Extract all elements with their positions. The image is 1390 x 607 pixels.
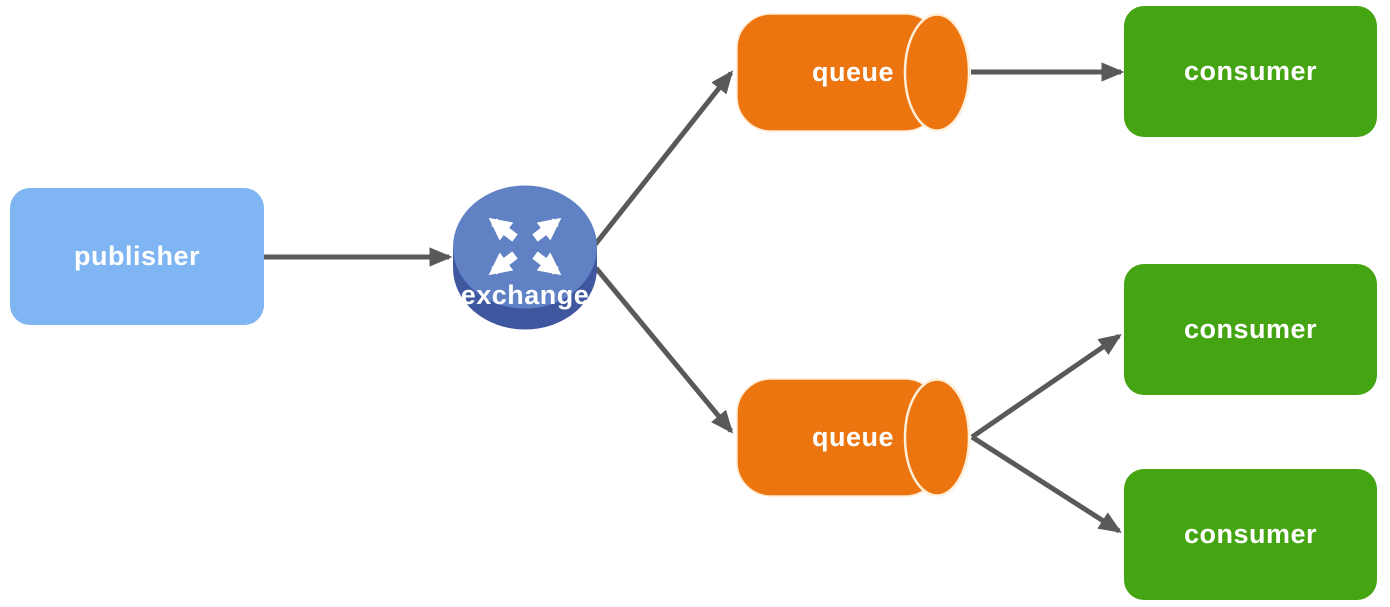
node-publisher: publisher — [10, 188, 264, 325]
cylinder-shape — [736, 378, 970, 497]
edge-queue-bottom-consumer-bottom — [970, 434, 1122, 534]
publisher-label: publisher — [73, 241, 200, 271]
crossed-arrows-icon — [488, 217, 562, 276]
node-queue-bottom: queue — [736, 378, 970, 497]
consumer-bottom-label: consumer — [1183, 519, 1318, 549]
exchange-label: exchange — [460, 280, 590, 310]
node-consumer-top: consumer — [1124, 6, 1377, 137]
node-queue-top: queue — [736, 13, 970, 132]
edge-exchange-queue-bottom — [594, 266, 734, 434]
node-exchange: exchange — [452, 185, 598, 330]
node-consumer-bottom: consumer — [1124, 469, 1377, 600]
queue-top-label: queue — [811, 57, 894, 87]
consumer-mid-label: consumer — [1183, 314, 1318, 344]
queue-bottom-label: queue — [811, 422, 894, 452]
edge-exchange-queue-top — [592, 70, 734, 248]
router-icon — [453, 185, 597, 330]
node-consumer-mid: consumer — [1124, 264, 1377, 395]
consumer-top-label: consumer — [1183, 56, 1318, 86]
cylinder-shape — [736, 13, 970, 132]
edge-queue-bottom-consumer-mid — [970, 333, 1122, 440]
